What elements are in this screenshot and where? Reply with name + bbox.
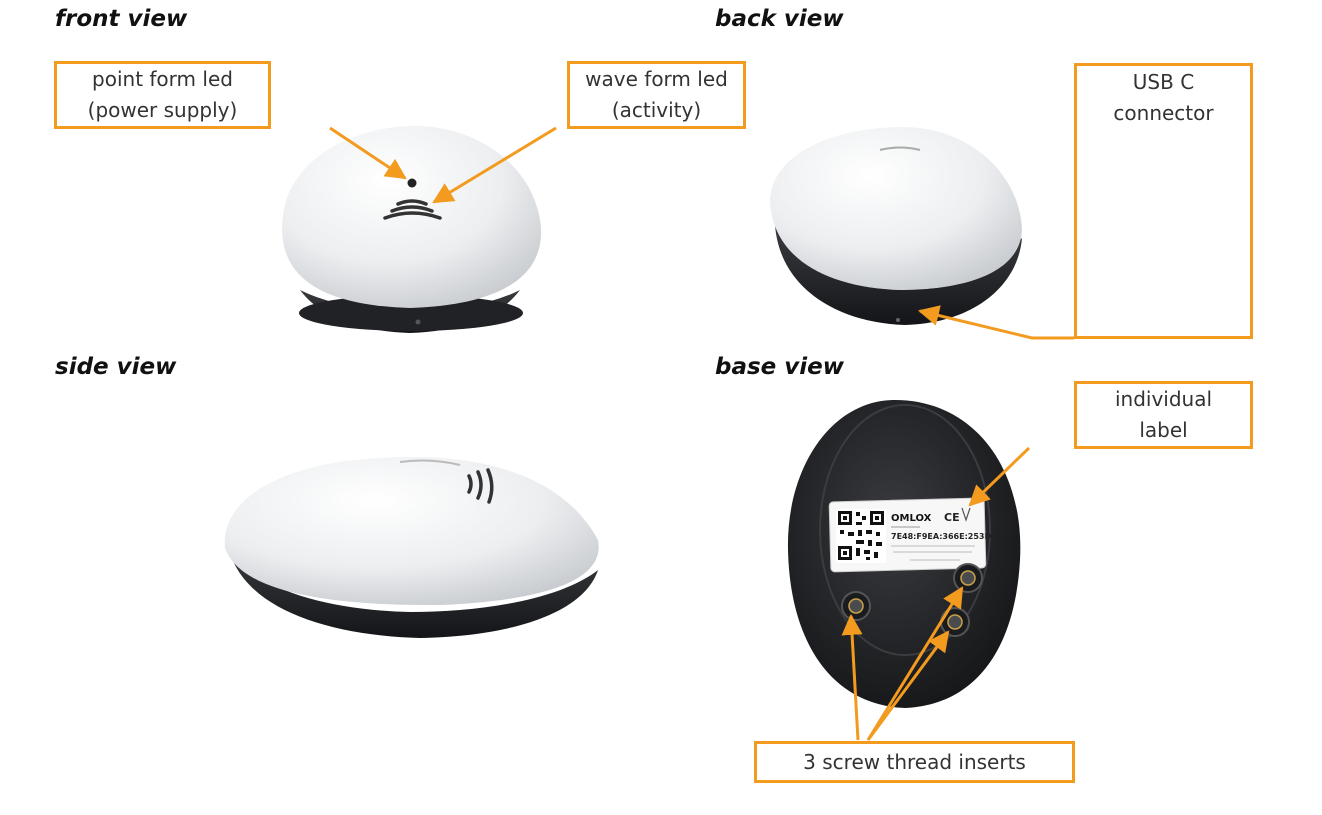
pointer-point-led <box>329 126 407 180</box>
label-id-text: 7E48:F9EA:366E:253D <box>891 532 991 541</box>
pointer-individual-label <box>968 446 1031 507</box>
callout-point-led: point form led (power supply) <box>54 61 271 129</box>
front-view-device <box>282 125 542 333</box>
callout-usb-c-line1: USB C <box>1132 70 1195 94</box>
back-view-title: back view <box>715 6 844 32</box>
callout-individual-label-line2: label <box>1139 418 1188 442</box>
label-cert-text: CE <box>944 511 960 524</box>
callout-screw-inserts-text: 3 screw thread inserts <box>803 749 1026 774</box>
screw-insert-icon <box>940 607 970 637</box>
callout-pointers <box>329 126 1074 741</box>
pointer-usb-port <box>917 305 1074 340</box>
front-view-title: front view <box>55 6 188 32</box>
side-view-title: side view <box>55 354 177 380</box>
qr-code-icon <box>838 511 884 560</box>
back-view-device <box>770 126 1022 325</box>
pointer-wave-led <box>432 126 557 204</box>
callout-point-led-line1: point form led <box>92 67 233 91</box>
callout-wave-led-line2: (activity) <box>611 98 702 122</box>
wave-led-side-icon <box>467 468 494 504</box>
base-view-title: base view <box>715 354 845 380</box>
side-view-device <box>224 456 599 638</box>
screw-insert-icon <box>841 591 871 621</box>
pointer-screw-1 <box>841 613 863 741</box>
screw-insert-icon <box>953 563 983 593</box>
wave-led-icon <box>383 199 442 220</box>
callout-individual-label-line1: individual <box>1114 387 1213 411</box>
label-brand-text: OMLOX <box>891 513 932 524</box>
callout-usb-c: USB C connector <box>1074 63 1253 339</box>
point-led-icon <box>407 178 417 188</box>
base-view-device: OMLOX CE 7E48:F9EA:366E:253D <box>787 400 1021 708</box>
pointer-screw-3 <box>866 630 950 741</box>
callout-screw-inserts: 3 screw thread inserts <box>754 741 1075 783</box>
callout-wave-led: wave form led (activity) <box>567 61 746 129</box>
pointer-screw-2 <box>866 586 964 741</box>
callout-wave-led-line1: wave form led <box>585 67 728 91</box>
callout-individual-label: individual label <box>1074 381 1253 449</box>
callout-point-led-line2: (power supply) <box>87 98 238 122</box>
callout-usb-c-line2: connector <box>1113 101 1214 125</box>
